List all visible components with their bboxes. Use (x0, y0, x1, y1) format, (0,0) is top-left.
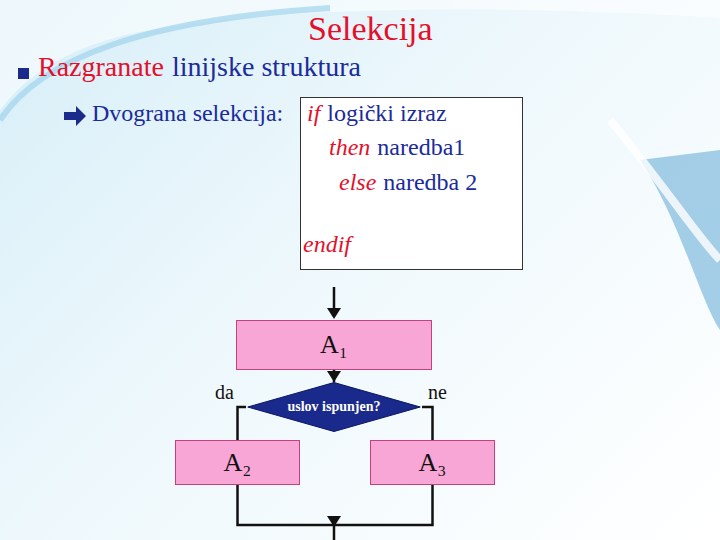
branch-label: da (215, 381, 234, 404)
diamond-shape (248, 383, 420, 432)
code-text: naredba1 (377, 134, 465, 161)
bullet-heading: linijske struktura (172, 51, 361, 83)
exit-line (333, 525, 336, 540)
code-line: else naredba 2 (339, 169, 477, 196)
entry-line (333, 287, 336, 310)
code-keyword: if (307, 100, 320, 127)
decision-text: uslov ispunjen? (288, 399, 381, 415)
process-text: A₃ (419, 448, 447, 478)
code-text: logički izraz (327, 100, 446, 127)
code-line: if logički izraz (307, 100, 447, 127)
process-box: A₂ (175, 440, 300, 485)
bullet-square (18, 68, 29, 79)
swoosh (0, 0, 720, 110)
code-text: naredba 2 (383, 169, 477, 196)
slide-title: Selekcija (308, 10, 433, 48)
connector (422, 407, 433, 440)
process-text: A₁ (320, 330, 348, 360)
connector (238, 407, 247, 440)
ribbon (610, 120, 720, 260)
branch-label: ne (428, 381, 447, 404)
code-keyword: else (339, 169, 376, 196)
code-line: endif (303, 231, 351, 258)
bullet-heading: Razgranate (38, 51, 164, 83)
decision-diamond: uslov ispunjen? (246, 382, 422, 432)
code-keyword: then (329, 134, 370, 161)
code-line: then naredba1 (329, 134, 465, 161)
arrowhead (327, 371, 341, 382)
code-box: if logički izraz then naredba1else naredba 2… (300, 97, 523, 270)
sub-bullet: Dvograna selekcija: (92, 100, 283, 127)
process-text: A₂ (224, 448, 252, 478)
code-keyword: endif (303, 231, 351, 258)
process-box: A₁ (236, 320, 432, 370)
bullet-arrow (64, 106, 86, 126)
entry-arrowhead (327, 308, 341, 319)
process-box: A₃ (370, 440, 495, 485)
